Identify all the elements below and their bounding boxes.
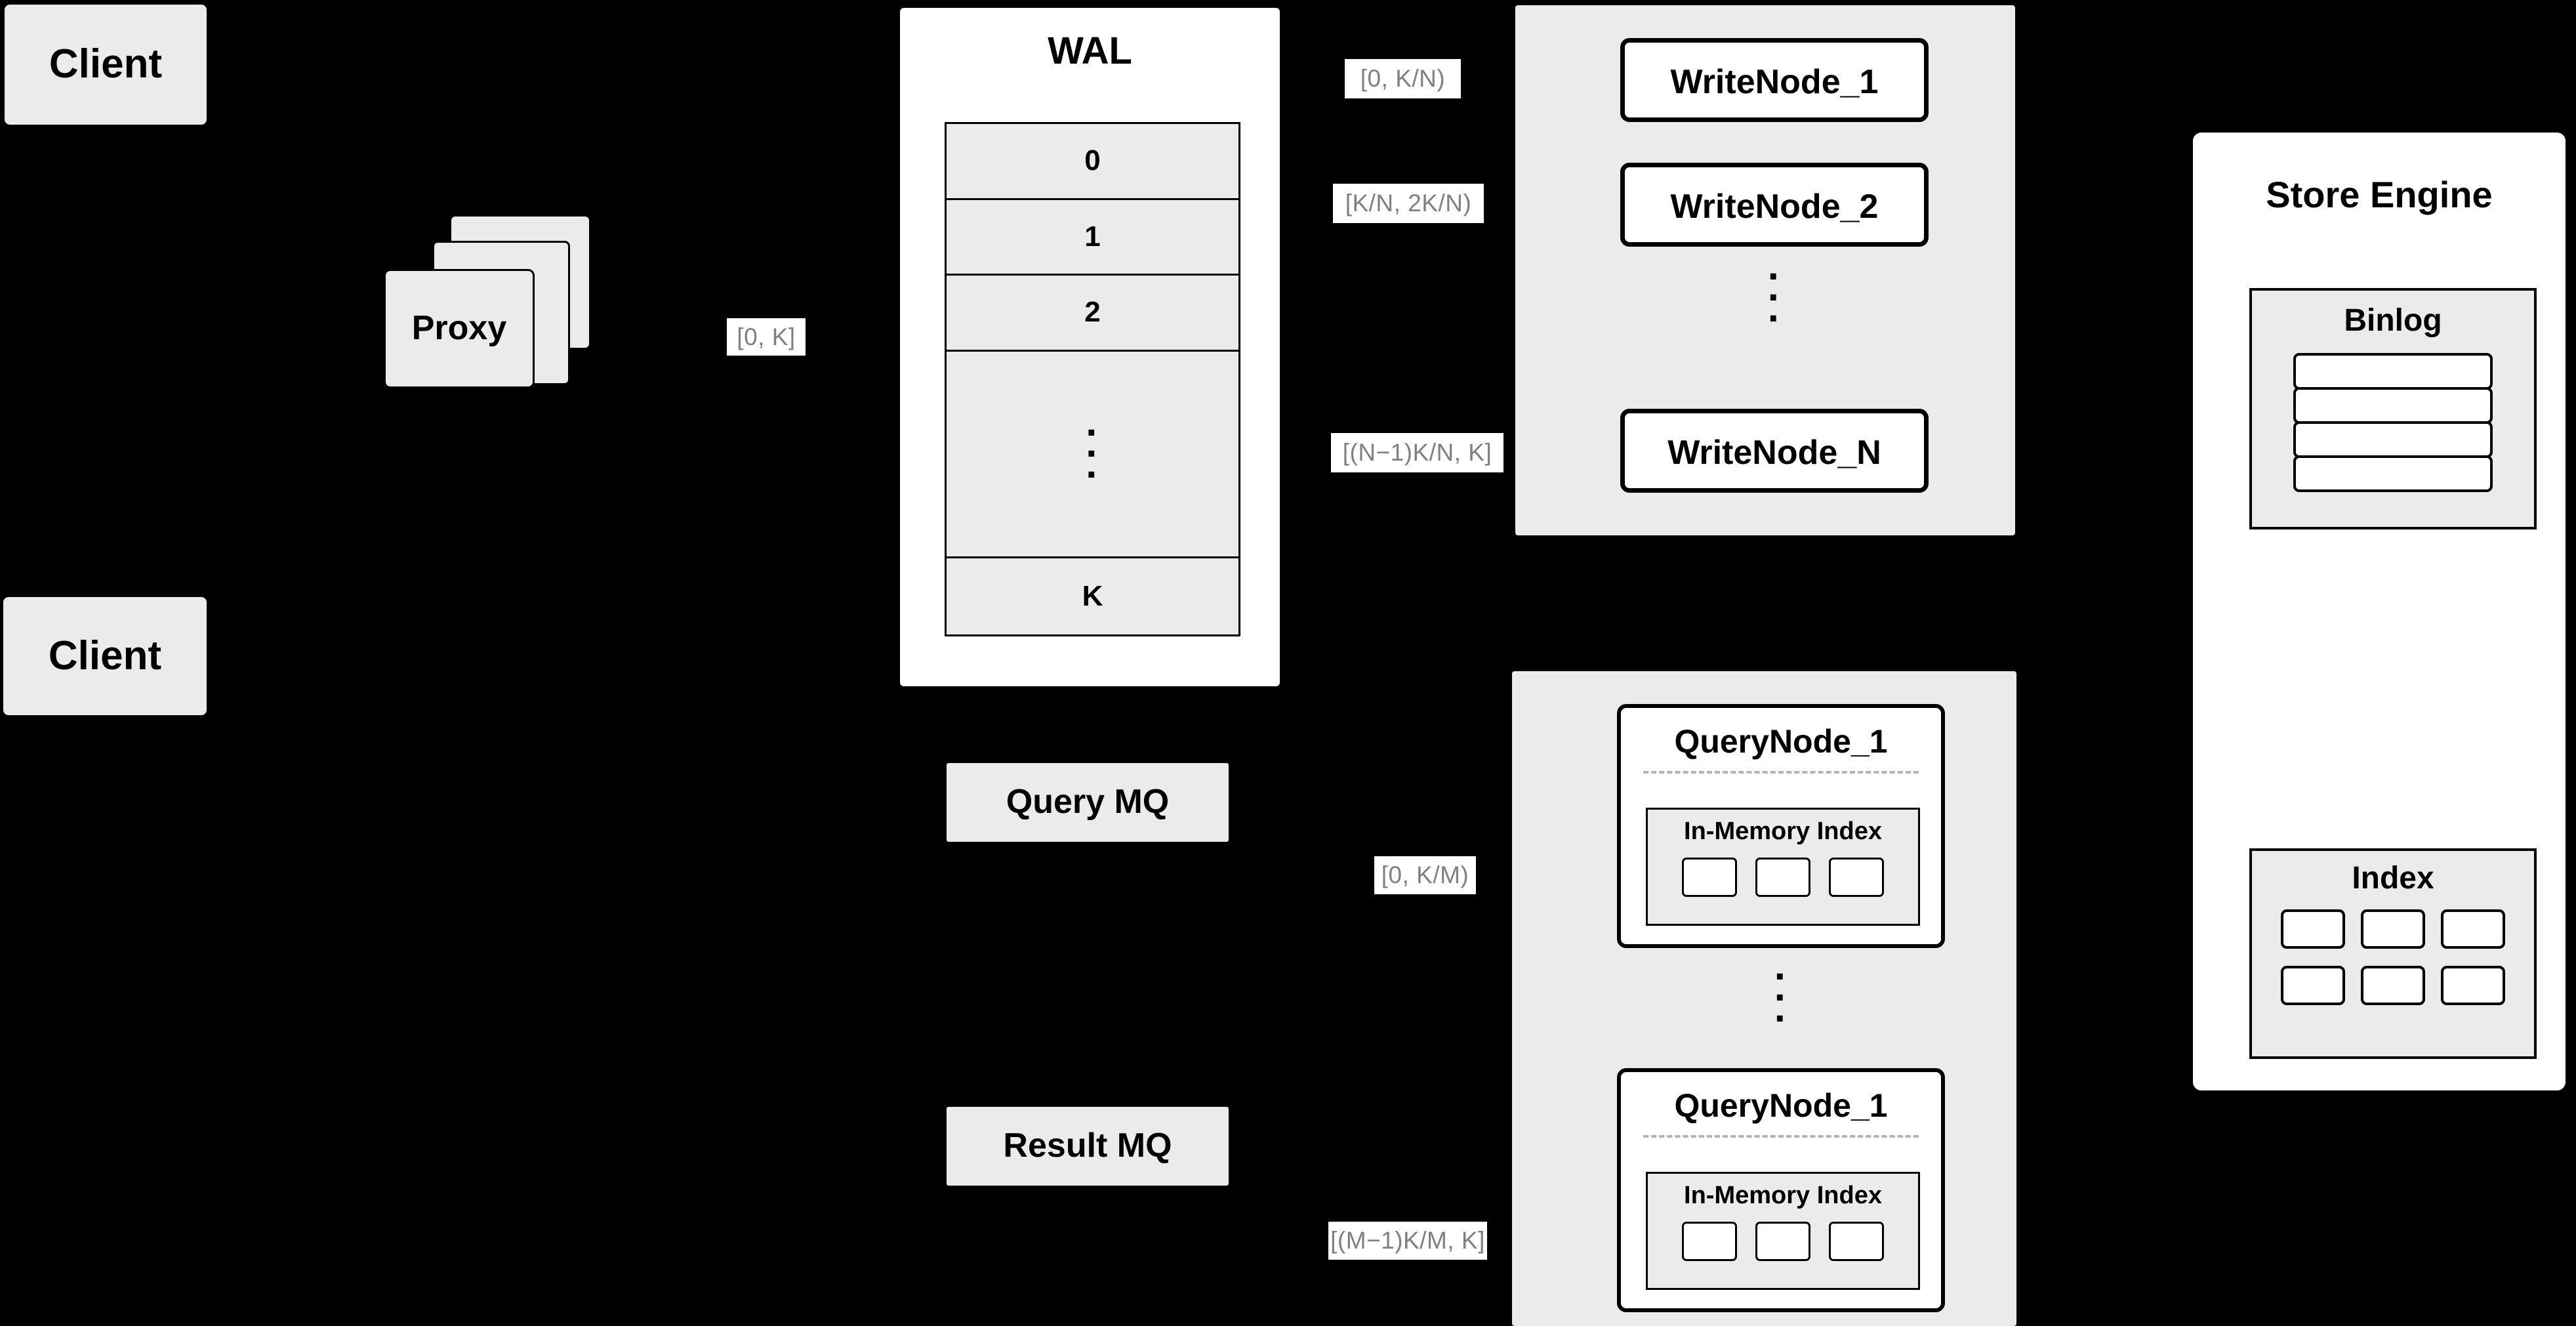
range-text: [0, K/M) <box>1381 861 1469 888</box>
write-node-n[interactable]: WriteNode_N <box>1620 409 1929 493</box>
store-engine-title: Store Engine <box>2266 174 2493 215</box>
write-node-label: WriteNode_2 <box>1670 188 1879 226</box>
in-memory-index-panel-2: In-Memory Index <box>1646 1172 1920 1290</box>
wal-entry[interactable]: 0 <box>947 124 1238 200</box>
index-slot[interactable] <box>2361 909 2425 949</box>
proxy-card-front[interactable]: Proxy <box>384 269 535 388</box>
wal-entry[interactable]: 2 <box>947 276 1238 352</box>
arrow-line-to-index <box>2147 942 2203 947</box>
binlog-row[interactable] <box>2293 387 2493 424</box>
range-text: [0, K] <box>737 323 796 350</box>
range-label-proxy-to-wal: [0, K] <box>727 318 806 356</box>
index-slot[interactable] <box>2441 966 2505 1005</box>
wal-entry-label: 0 <box>1084 144 1101 177</box>
client-box-top[interactable]: Client <box>5 5 207 125</box>
range-text: [K/N, 2K/N) <box>1345 190 1472 217</box>
query-node-label: QueryNode_1 <box>1674 1087 1888 1124</box>
in-memory-index-title: In-Memory Index <box>1684 818 1882 845</box>
range-label-query-node-1: [0, K/M) <box>1374 856 1476 894</box>
index-slot[interactable] <box>2441 909 2505 949</box>
wal-entry-label: K <box>1082 580 1103 613</box>
write-node-label: WriteNode_1 <box>1670 63 1879 101</box>
query-node-vertical-ellipsis-icon: · · · <box>1774 954 1788 1042</box>
index-panel: Index <box>2249 848 2537 1059</box>
range-text: [(M−1)K/M, K] <box>1330 1227 1485 1254</box>
binlog-panel: Binlog <box>2249 288 2537 529</box>
client-label: Client <box>49 41 163 87</box>
range-label-query-node-m: [(M−1)K/M, K] <box>1328 1222 1487 1260</box>
query-node-divider <box>1643 771 1919 774</box>
query-node-group: QueryNode_1 In-Memory Index · · · QueryN… <box>1512 671 2016 1326</box>
range-label-write-node-1: [0, K/N) <box>1345 59 1461 98</box>
range-text: [(N−1)K/N, K] <box>1342 439 1492 466</box>
write-node-1[interactable]: WriteNode_1 <box>1620 38 1929 122</box>
write-node-vertical-ellipsis-icon: · · · <box>1767 254 1782 342</box>
index-slot[interactable] <box>1829 1222 1884 1261</box>
query-node-m[interactable]: QueryNode_1 In-Memory Index <box>1617 1068 1945 1312</box>
write-node-2[interactable]: WriteNode_2 <box>1620 163 1929 247</box>
range-label-write-node-2: [K/N, 2K/N) <box>1333 184 1484 223</box>
wal-container: WAL 0 1 2 · · · K <box>897 5 1282 689</box>
client-label: Client <box>48 632 162 678</box>
wal-title: WAL <box>1048 30 1132 72</box>
query-node-label: QueryNode_1 <box>1674 723 1888 760</box>
index-slot[interactable] <box>1682 858 1737 897</box>
query-node-divider <box>1643 1135 1919 1138</box>
binlog-row[interactable] <box>2293 353 2493 390</box>
index-slot[interactable] <box>1755 858 1810 897</box>
index-slot[interactable] <box>1755 1222 1810 1261</box>
index-slot[interactable] <box>1682 1222 1737 1261</box>
proxy-label: Proxy <box>411 309 507 348</box>
wal-entry-label: 2 <box>1084 296 1101 329</box>
index-slot[interactable] <box>2361 966 2425 1005</box>
result-mq-box[interactable]: Result MQ <box>947 1107 1229 1186</box>
query-node-1[interactable]: QueryNode_1 In-Memory Index <box>1617 704 1945 948</box>
write-node-group: WriteNode_1 WriteNode_2 · · · WriteNode_… <box>1515 5 2015 535</box>
binlog-title: Binlog <box>2344 303 2442 338</box>
query-mq-label: Query MQ <box>1006 783 1170 821</box>
wal-entry[interactable]: K <box>947 558 1238 635</box>
proxy-stack[interactable]: Proxy <box>380 217 663 433</box>
wal-entry-ellipsis: · · · <box>947 351 1238 559</box>
binlog-row[interactable] <box>2293 421 2493 458</box>
index-slot[interactable] <box>1829 858 1884 897</box>
index-slot[interactable] <box>2281 909 2345 949</box>
vertical-ellipsis-icon: · · · <box>1086 409 1099 498</box>
index-slot[interactable] <box>2281 966 2345 1005</box>
wal-entry-label: 1 <box>1084 220 1101 253</box>
write-node-label: WriteNode_N <box>1667 434 1881 472</box>
in-memory-index-panel-1: In-Memory Index <box>1646 808 1920 926</box>
client-box-bottom[interactable]: Client <box>3 597 207 715</box>
store-engine-container: Store Engine Binlog Index <box>2190 129 2569 1094</box>
wal-entry-list: 0 1 2 · · · K <box>945 122 1240 636</box>
range-text: [0, K/N) <box>1360 65 1446 92</box>
result-mq-label: Result MQ <box>1003 1127 1172 1165</box>
range-label-write-node-n: [(N−1)K/N, K] <box>1331 433 1503 472</box>
in-memory-index-title: In-Memory Index <box>1684 1182 1882 1209</box>
query-mq-box[interactable]: Query MQ <box>947 763 1229 842</box>
binlog-row[interactable] <box>2293 455 2493 492</box>
index-title: Index <box>2352 861 2434 896</box>
wal-entry[interactable]: 1 <box>947 199 1238 276</box>
arrow-line-to-binlog <box>2147 384 2203 390</box>
